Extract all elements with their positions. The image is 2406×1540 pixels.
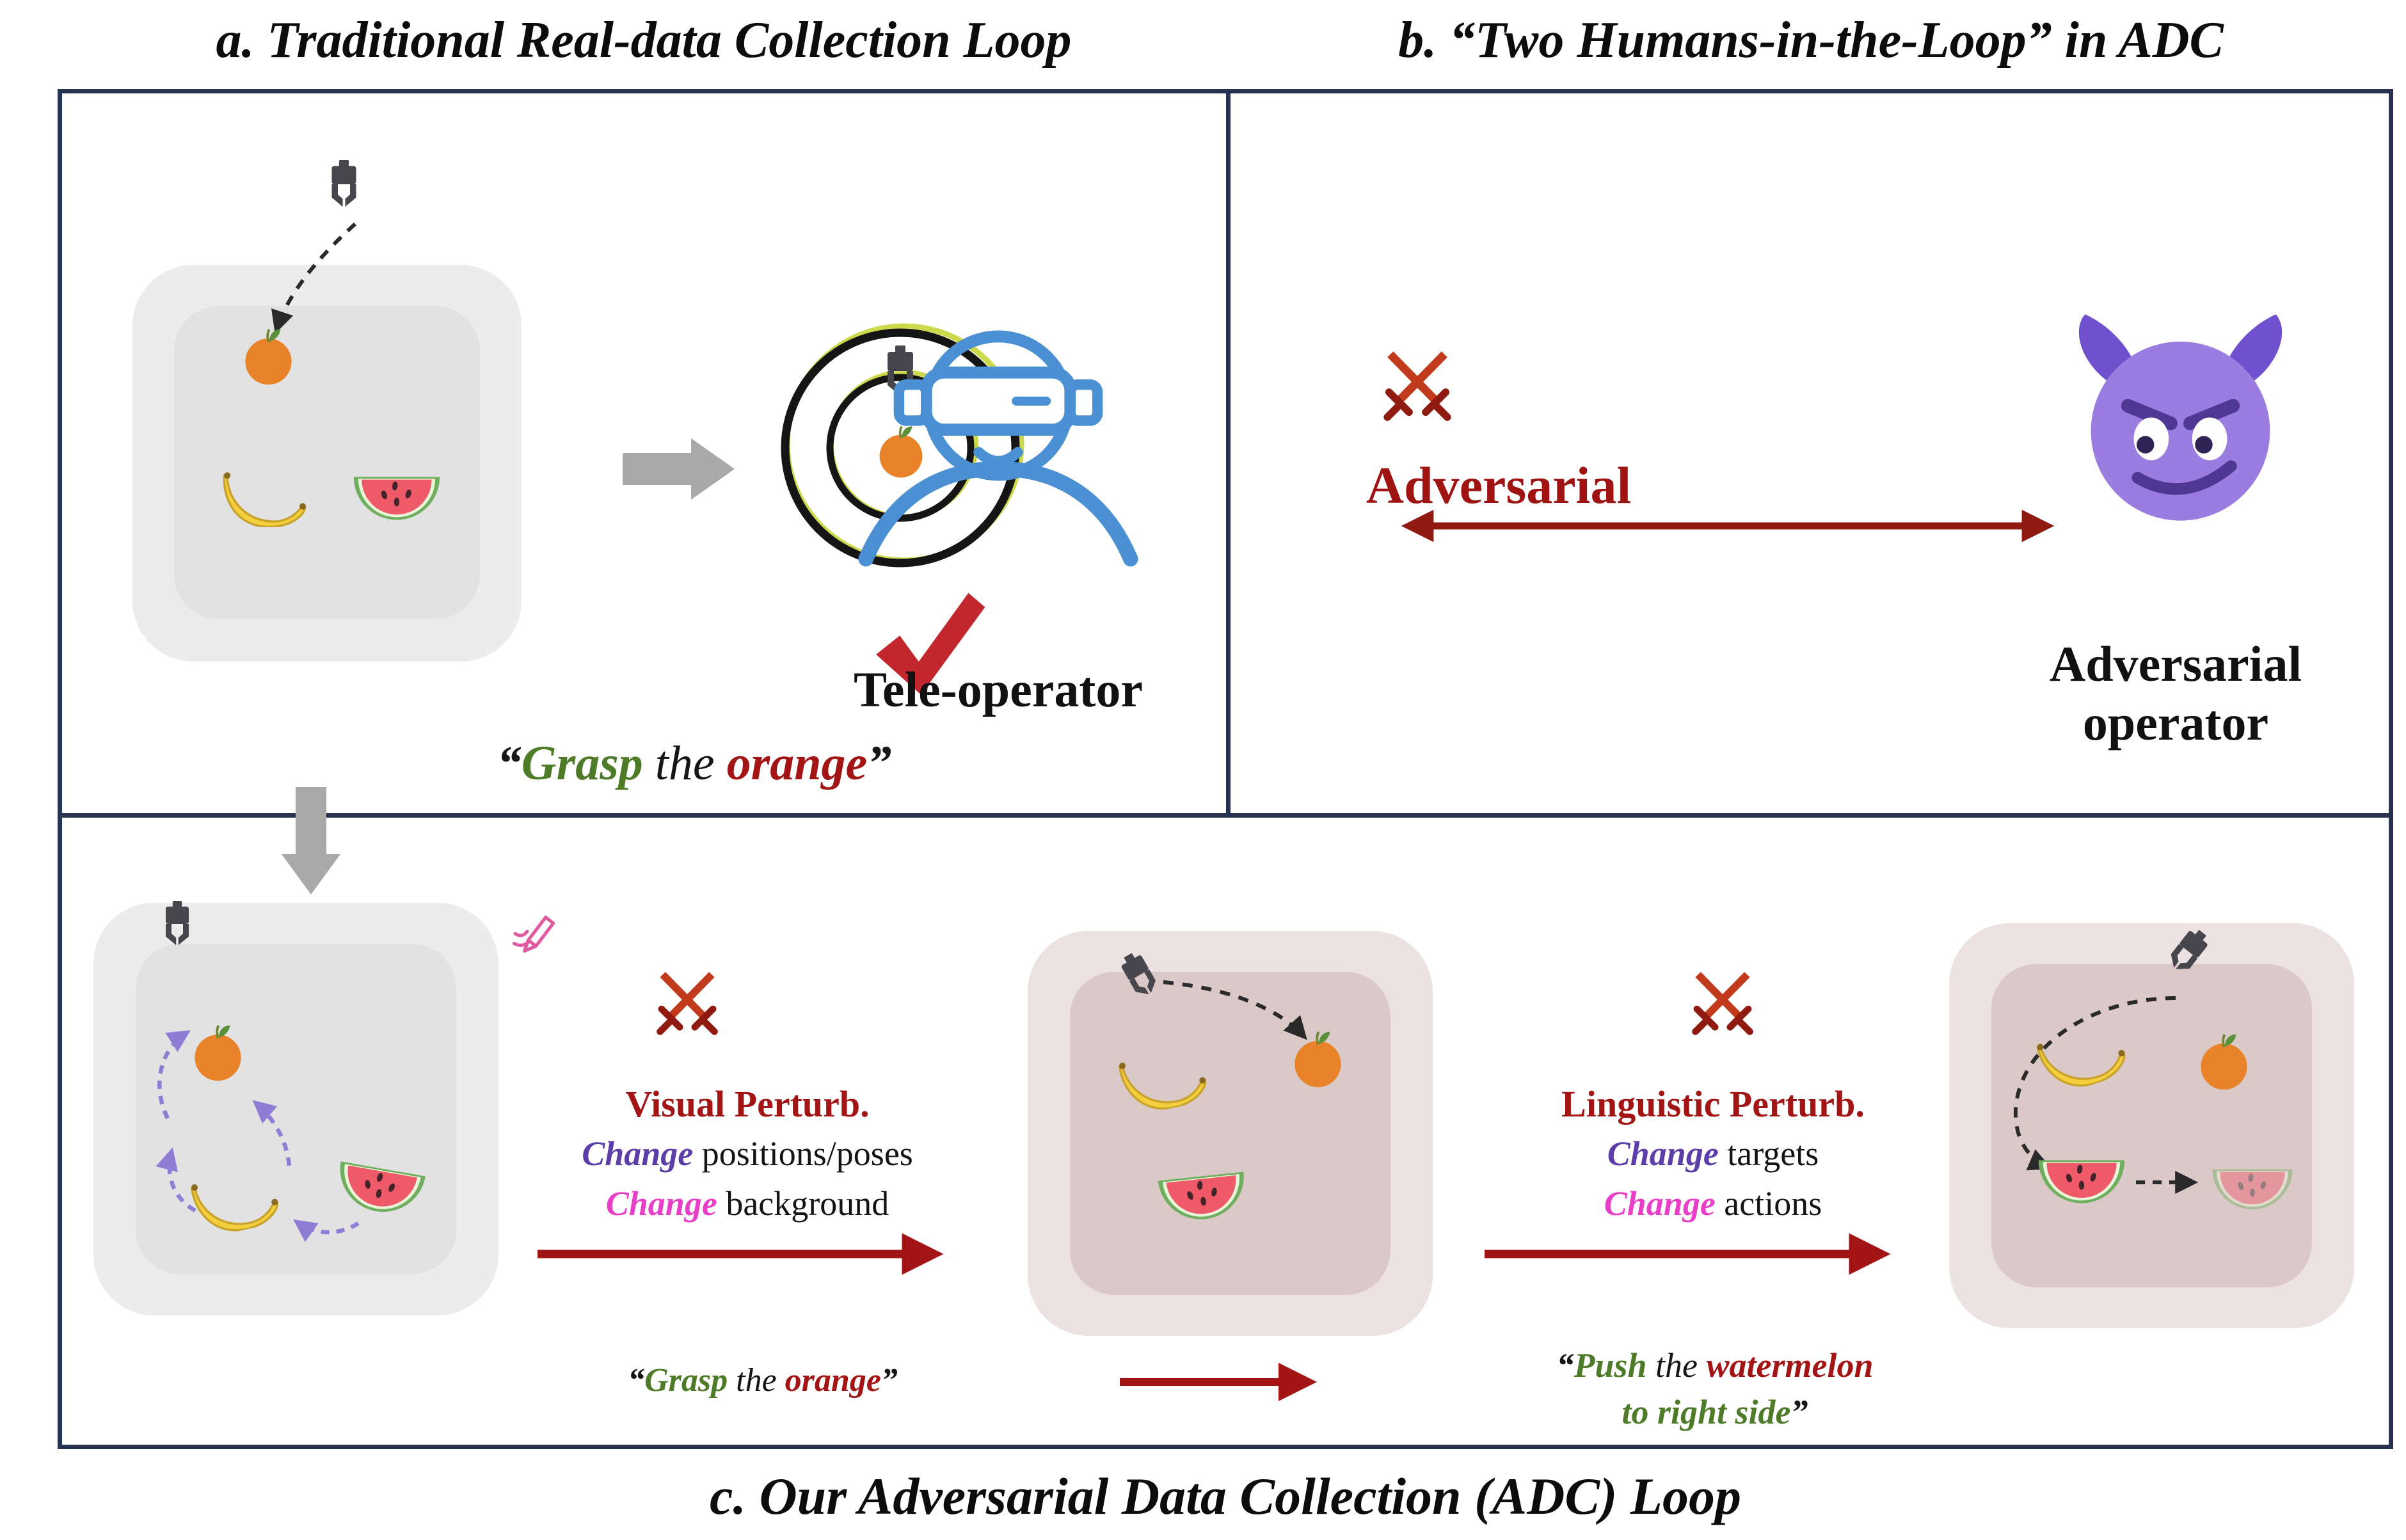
- grasp-instruction-small: “Grasp the orange”: [628, 1361, 898, 1399]
- panel-c-title: c. Our Adversarial Data Collection (ADC)…: [710, 1467, 1741, 1525]
- visual-perturb-line1: Change positions/poses: [582, 1134, 913, 1173]
- push-instruction-line1: “Push the watermelon: [1556, 1342, 1873, 1389]
- grasp-instruction: “Grasp the orange”: [497, 736, 891, 791]
- change-word: Change: [605, 1184, 717, 1223]
- change-rest: actions: [1715, 1184, 1822, 1223]
- teleoperator-label: Tele-operator: [854, 662, 1143, 717]
- adversarial-operator-line1: Adversarial: [2049, 636, 2302, 692]
- visual-perturb-line2: Change background: [606, 1184, 889, 1223]
- object-orange: orange: [726, 736, 868, 790]
- quote-close: ”: [1790, 1392, 1808, 1431]
- object-orange: orange: [785, 1362, 881, 1399]
- quote-open: “: [1556, 1346, 1574, 1385]
- quote-close: ”: [880, 1362, 898, 1399]
- adversarial-operator-label: Adversarial operator: [2050, 635, 2302, 752]
- quote-open: “: [628, 1362, 645, 1399]
- change-rest: positions/poses: [693, 1134, 913, 1173]
- visual-perturb-title: Visual Perturb.: [625, 1083, 870, 1125]
- quote-close: ”: [867, 736, 892, 790]
- linguistic-perturb-line1: Change targets: [1607, 1134, 1819, 1173]
- panel-b-title: b. “Two Humans-in-the-Loop” in ADC: [1398, 12, 2224, 68]
- change-word: Change: [1604, 1184, 1716, 1223]
- change-rest: background: [717, 1184, 889, 1223]
- frame-divider-vertical: [1226, 89, 1231, 818]
- verb-push: Push: [1573, 1346, 1647, 1385]
- change-rest: targets: [1718, 1134, 1819, 1173]
- push-instruction: “Push the watermelon to right side”: [1556, 1342, 1873, 1436]
- linguistic-perturb-line2: Change actions: [1604, 1184, 1822, 1223]
- verb-grasp: Grasp: [521, 736, 643, 790]
- change-word: Change: [1607, 1134, 1719, 1173]
- figure-frame: [58, 89, 2393, 1449]
- direction-text: to right side: [1621, 1392, 1791, 1431]
- push-instruction-line2: to right side”: [1556, 1389, 1873, 1436]
- quote-open: “: [497, 736, 522, 790]
- object-watermelon: watermelon: [1706, 1346, 1874, 1385]
- verb-grasp: Grasp: [644, 1362, 728, 1399]
- adversarial-operator-line2: operator: [2082, 695, 2269, 751]
- linguistic-perturb-title: Linguistic Perturb.: [1561, 1083, 1865, 1125]
- change-word: Change: [582, 1134, 694, 1173]
- adversarial-label: Adversarial: [1366, 456, 1632, 514]
- panel-a-title: a. Traditional Real-data Collection Loop: [216, 12, 1072, 68]
- instruction-mid: the: [1646, 1346, 1707, 1385]
- instruction-mid: the: [728, 1362, 785, 1399]
- instruction-mid: the: [642, 736, 727, 790]
- frame-divider-horizontal: [58, 813, 2393, 818]
